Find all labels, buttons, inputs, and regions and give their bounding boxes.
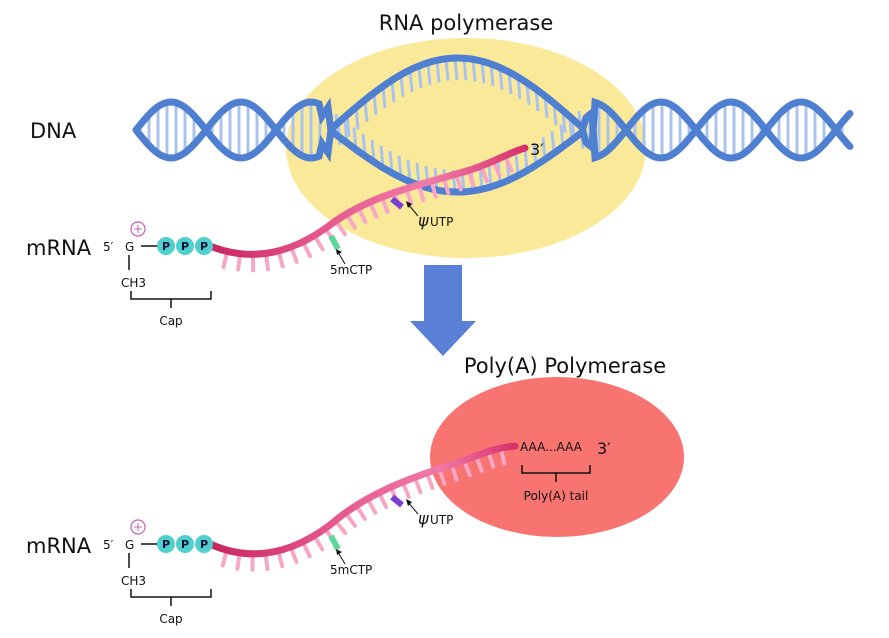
m5ctp-nucleotide — [328, 234, 341, 251]
polya-polymerase-label: Poly(A) Polymerase — [464, 354, 666, 378]
psi-utp-nucleotide — [390, 494, 404, 508]
phosphate-1 — [157, 535, 175, 553]
transcription-panel: RNA polymerase DNA 3′ ψ UTP 5mCTP — [26, 11, 854, 328]
rna-polymerase-label: RNA polymerase — [379, 11, 554, 35]
guanosine-label: G — [125, 538, 134, 552]
mrna-backbone — [206, 144, 529, 258]
polyadenylation-panel: Poly(A) Polymerase AAA...AAA 3′ Poly(A) … — [26, 354, 684, 626]
mrna-cap-top: mRNA 5′ + G P P P CH3 Cap — [26, 221, 213, 328]
utp-label: UTP — [430, 513, 453, 527]
phosphate-1-label: P — [162, 240, 170, 253]
mrna-label: mRNA — [26, 236, 92, 260]
phosphate-1 — [157, 237, 175, 255]
cap-bracket — [130, 589, 212, 606]
m5ctp-label: 5mCTP — [330, 563, 372, 577]
psi-symbol: ψ — [418, 509, 429, 528]
psi-utp-annotation: ψ UTP — [406, 499, 453, 528]
plus-charge-icon — [130, 519, 146, 535]
polya-sequence: AAA...AAA — [520, 440, 583, 454]
phosphate-1-label: P — [162, 538, 170, 551]
cap-bracket — [130, 291, 212, 308]
phosphate-2-label: P — [181, 240, 189, 253]
m5ctp-label: 5mCTP — [330, 263, 372, 277]
dna-label: DNA — [30, 119, 77, 143]
psi-symbol: ψ — [418, 211, 429, 230]
five-prime-label: 5′ — [103, 240, 114, 254]
phosphate-3 — [195, 535, 213, 553]
guanosine-label: G — [125, 240, 134, 254]
phosphate-3-label: P — [200, 240, 208, 253]
three-prime-label: 3′ — [597, 439, 611, 458]
m5ctp-annotation: 5mCTP — [330, 249, 372, 277]
plus-symbol: + — [133, 222, 143, 236]
mrna-strand-top — [206, 144, 529, 273]
phosphate-2 — [176, 237, 194, 255]
polya-tail-label: Poly(A) tail — [524, 489, 589, 503]
cap-label: Cap — [159, 314, 182, 328]
three-prime-label: 3′ — [530, 140, 544, 159]
phosphate-3 — [195, 237, 213, 255]
methyl-label: CH3 — [121, 276, 146, 290]
plus-symbol: + — [133, 520, 143, 534]
dna-strands — [132, 54, 854, 196]
utp-label: UTP — [430, 215, 453, 229]
m5ctp-annotation: 5mCTP — [330, 549, 372, 577]
psi-utp-nucleotide — [390, 196, 404, 210]
dna-double-helix — [132, 54, 854, 196]
polya-polymerase — [430, 377, 684, 537]
phosphate-3-label: P — [200, 538, 208, 551]
mrna-label: mRNA — [26, 534, 92, 558]
polya-tail-bracket — [521, 465, 591, 482]
m5ctp-nucleotide — [328, 534, 341, 551]
methyl-label: CH3 — [121, 574, 146, 588]
mrna-strand-bottom — [206, 442, 519, 572]
plus-charge-icon — [130, 221, 146, 237]
phosphate-2 — [176, 535, 194, 553]
phosphate-2-label: P — [181, 538, 189, 551]
mrna-cap-bottom: mRNA 5′ + G P P P CH3 Cap — [26, 519, 213, 626]
process-arrow-icon — [410, 265, 476, 356]
cap-label: Cap — [159, 612, 182, 626]
psi-utp-annotation: ψ UTP — [406, 201, 453, 230]
five-prime-label: 5′ — [103, 538, 114, 552]
mrna-backbone — [206, 442, 519, 558]
